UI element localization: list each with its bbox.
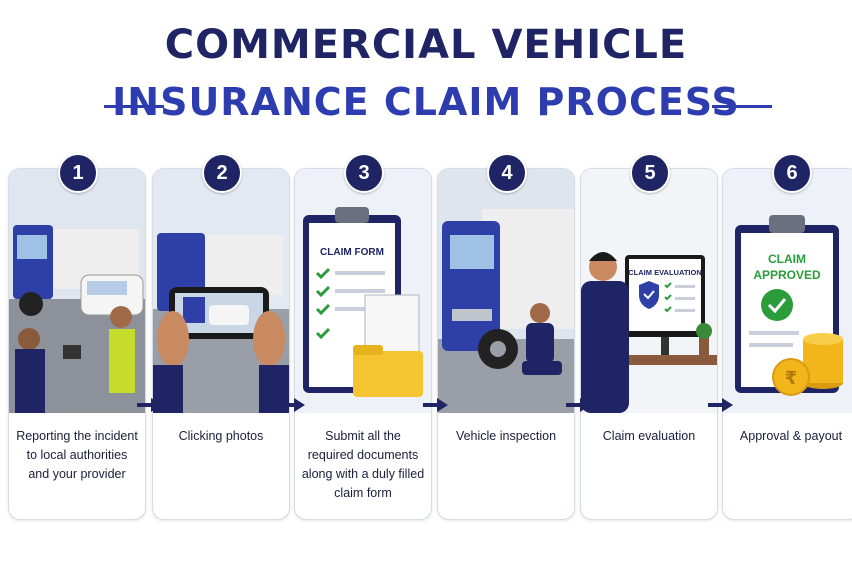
approved-clipboard-coins-icon: CLAIM APPROVED ₹ <box>723 169 852 413</box>
person-at-computer-icon: CLAIM EVALUATION <box>581 169 717 413</box>
inspector-with-truck-icon <box>438 169 574 413</box>
claim-form-heading: CLAIM FORM <box>320 247 384 258</box>
step-caption: Claim evaluation <box>602 429 696 443</box>
step-card-5: CLAIM EVALUATION Claim evaluation <box>580 168 718 520</box>
police-officer-with-truck-scene-icon <box>9 169 145 413</box>
step-caption: Clicking photos <box>178 429 264 443</box>
step-number-4: 4 <box>487 153 527 193</box>
step-card-2: Clicking photos <box>152 168 290 520</box>
page-title-line1: COMMERCIAL VEHICLE <box>164 22 688 68</box>
step-card-1: Reporting the incident to local authorit… <box>8 168 146 520</box>
arrow-right-icon <box>708 398 733 412</box>
step-caption: Submit all the required documents along … <box>301 429 425 500</box>
rupee-coin-icon: ₹ <box>785 368 798 389</box>
evaluation-screen-heading: CLAIM EVALUATION <box>628 268 701 277</box>
page-title-line2: INSURANCE CLAIM PROCESS <box>112 80 740 124</box>
step-number-6: 6 <box>772 153 812 193</box>
rule-right <box>712 105 772 108</box>
arrow-right-icon <box>137 398 162 412</box>
step-number-5: 5 <box>630 153 670 193</box>
arrow-right-icon <box>280 398 305 412</box>
approved-heading-line1: CLAIM <box>768 252 806 266</box>
step-number-3: 3 <box>344 153 384 193</box>
step-card-4: Vehicle inspection <box>437 168 575 520</box>
rule-left <box>104 105 164 108</box>
step-caption: Reporting the incident to local authorit… <box>16 429 138 481</box>
approved-heading-line2: APPROVED <box>753 268 821 282</box>
arrow-right-icon <box>566 398 591 412</box>
step-card-6: CLAIM APPROVED ₹ Approval & payout <box>722 168 852 520</box>
step-number-1: 1 <box>58 153 98 193</box>
step-card-3: CLAIM FORM Submit all the required docum… <box>294 168 432 520</box>
step-caption: Vehicle inspection <box>455 429 557 443</box>
arrow-right-icon <box>423 398 448 412</box>
clipboard-claim-form-icon: CLAIM FORM <box>295 169 431 413</box>
step-number-2: 2 <box>202 153 242 193</box>
phone-camera-photo-icon <box>153 169 289 413</box>
step-caption: Approval & payout <box>739 429 843 443</box>
